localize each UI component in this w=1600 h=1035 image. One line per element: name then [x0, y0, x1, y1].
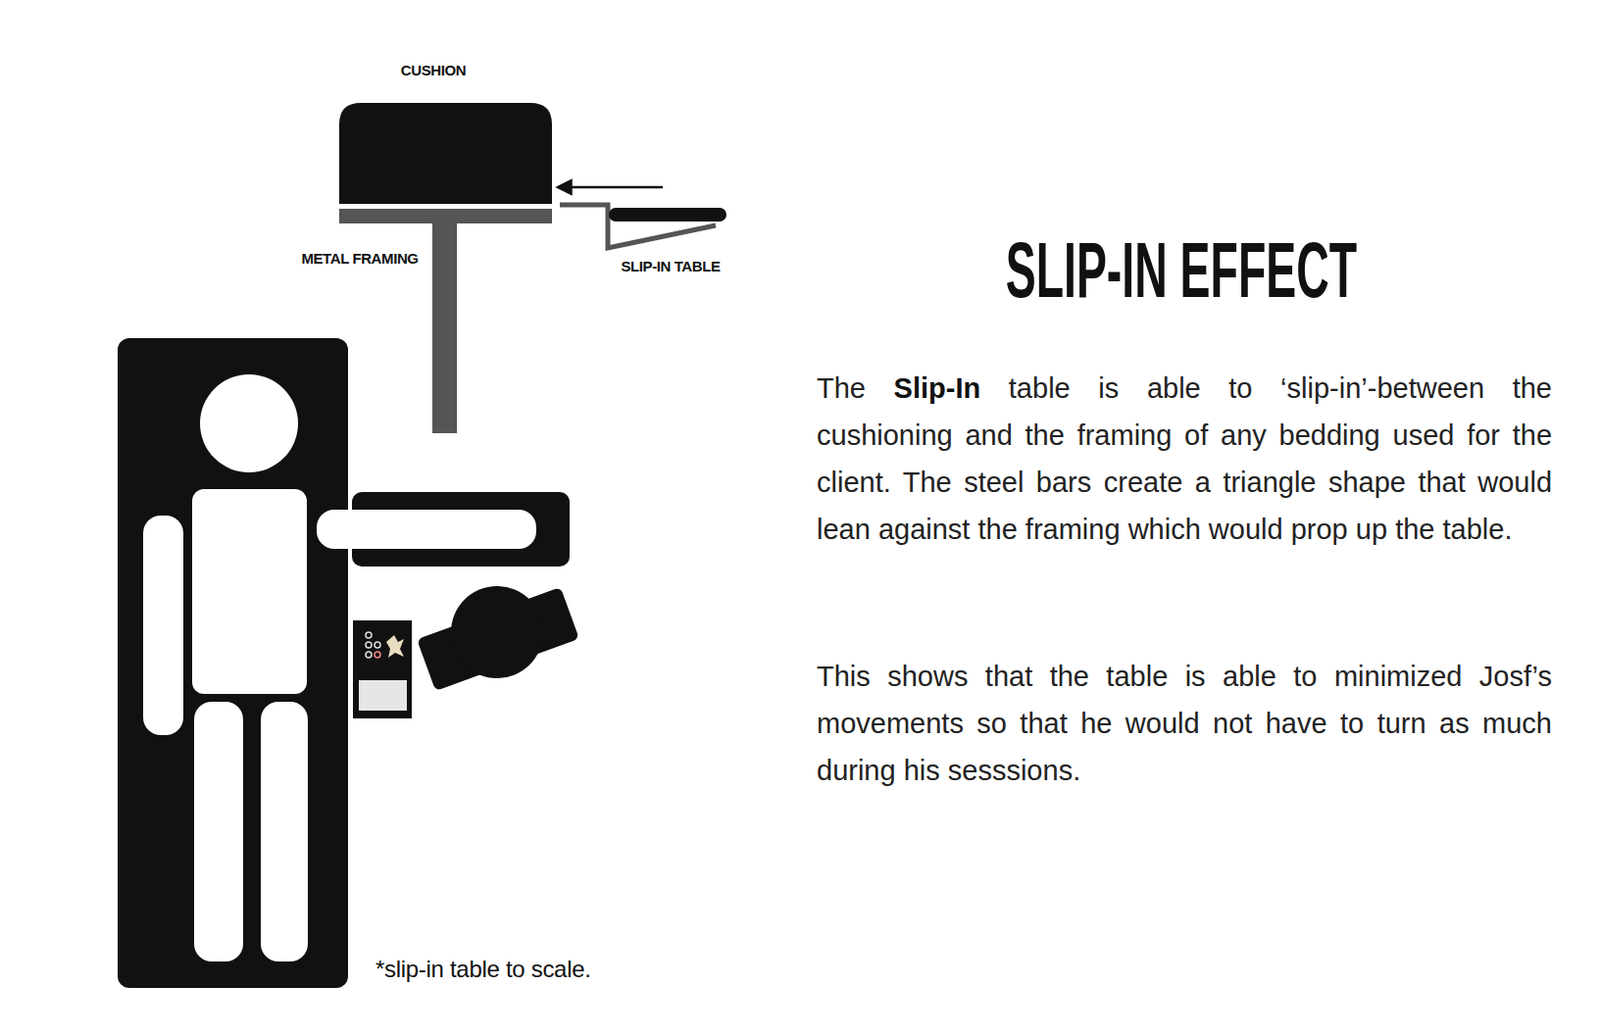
- device-icon: [386, 635, 404, 658]
- person-arm: [143, 515, 184, 736]
- part-label: SLIP-IN TABLE: [620, 257, 720, 275]
- part-label: CUSHION: [400, 61, 466, 79]
- device-buttons: [365, 632, 381, 658]
- frame-stem: [432, 223, 457, 434]
- scale-note: *slip-in table to scale.: [375, 955, 592, 984]
- bed: [117, 338, 349, 989]
- round-object: [450, 586, 544, 679]
- direction-arrow: [570, 186, 663, 190]
- person-head: [200, 374, 299, 473]
- cushion-shape: [339, 102, 552, 204]
- device-screen: [358, 680, 407, 711]
- person-leg: [260, 701, 308, 962]
- person-arm: [316, 509, 537, 550]
- page-title: SLIP-IN EFFECT: [1005, 231, 1357, 310]
- table-top: [615, 207, 720, 222]
- frame-bar: [339, 208, 552, 224]
- device: [352, 620, 412, 719]
- person-leg: [194, 701, 244, 962]
- person-torso: [192, 489, 307, 695]
- body-paragraph: The Slip-In table is able to ‘slip-in’-b…: [816, 364, 1552, 553]
- body-paragraph: This shows that the table is able to min…: [816, 652, 1552, 795]
- part-label: METAL FRAMING: [300, 250, 418, 267]
- title-box: SLIP-IN EFFECT: [838, 231, 1525, 310]
